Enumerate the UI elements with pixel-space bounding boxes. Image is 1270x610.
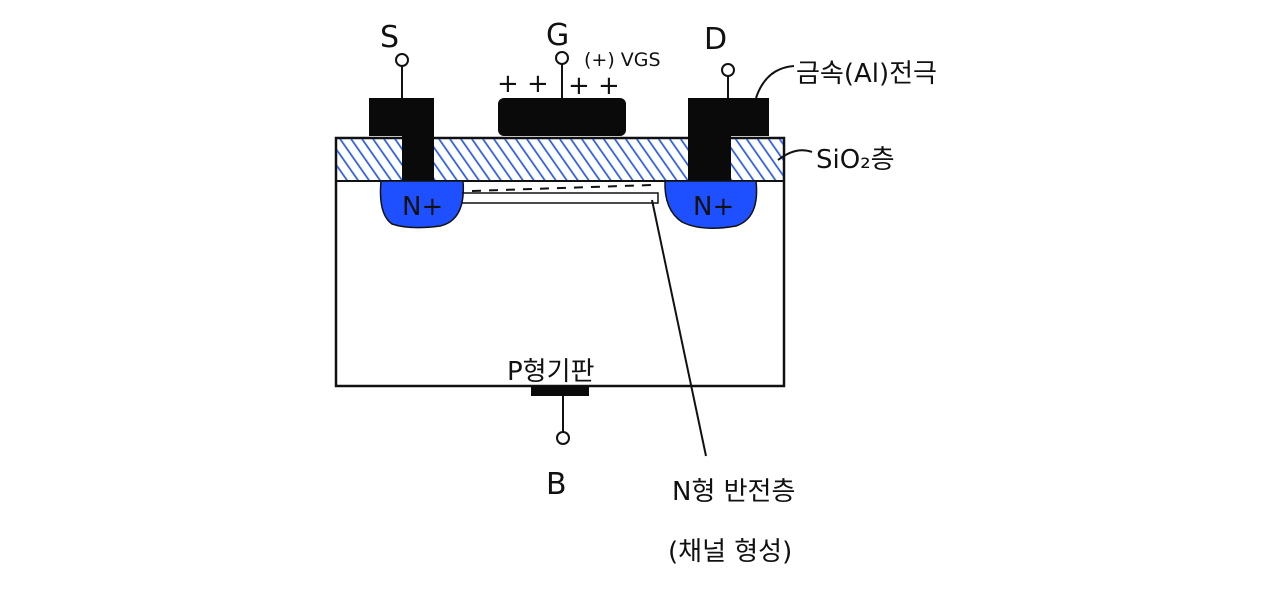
inversion-leader — [651, 199, 707, 457]
gate-positive-charges-right: + + — [568, 71, 620, 101]
source-n-plus-region — [379, 180, 465, 229]
metal-electrode-leader — [755, 65, 795, 99]
substrate-label: P형기판 — [507, 357, 594, 387]
gate-bias-label: (+) VGS — [584, 49, 661, 71]
source-region-label: N+ — [402, 192, 443, 222]
inversion-channel — [462, 192, 659, 204]
source-label: S — [380, 20, 399, 55]
metal-electrode-label: 금속(Al)전극 — [796, 59, 937, 89]
drain-label: D — [704, 22, 727, 57]
body-label: B — [546, 467, 567, 502]
source-electrode — [369, 98, 434, 180]
body-terminal — [556, 431, 570, 445]
source-terminal — [395, 53, 409, 67]
drain-electrode — [688, 98, 769, 180]
gate-electrode — [498, 98, 626, 136]
drain-region-label: N+ — [693, 192, 734, 222]
oxide-leader — [777, 149, 813, 161]
gate-terminal — [555, 51, 569, 65]
body-contact-plate — [531, 386, 589, 396]
gate-label: G — [546, 18, 569, 53]
inversion-layer-label: N형 반전층 — [672, 477, 795, 507]
gate-positive-charges-left: + + — [497, 69, 549, 99]
drain-terminal — [721, 63, 735, 77]
channel-electrons — [471, 184, 653, 192]
channel-note-label: (채널 형성) — [668, 537, 792, 567]
drain-n-plus-region — [664, 180, 758, 229]
oxide-layer-label: SiO₂층 — [816, 145, 895, 175]
